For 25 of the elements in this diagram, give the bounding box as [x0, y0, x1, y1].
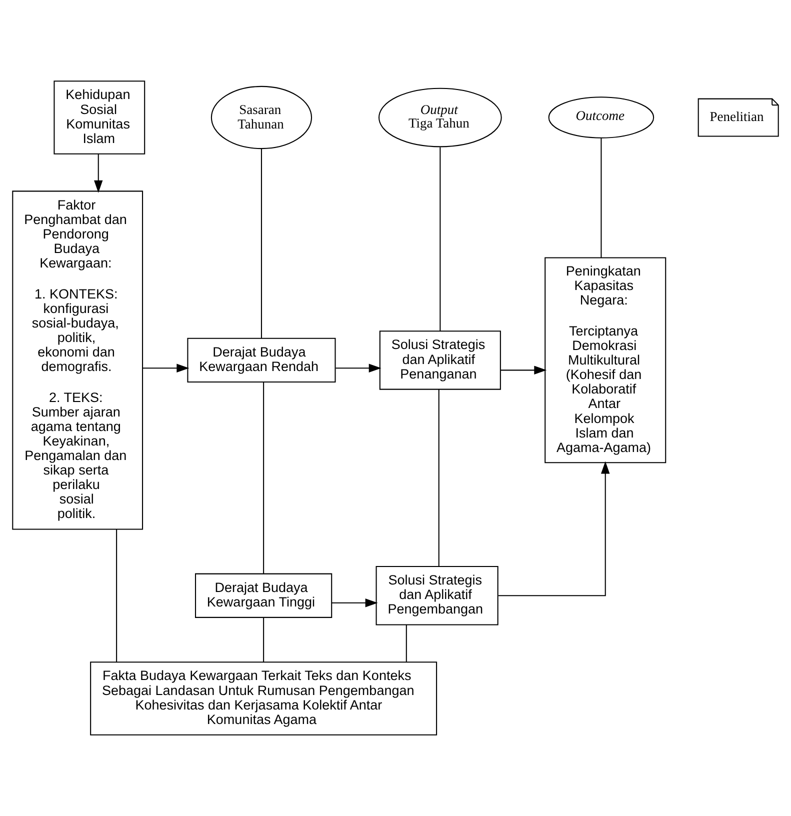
node-box: Peningkatan Kapasitas Negara: Terciptanya Demokrasi Multikultural (Kohesif dan Kolaboratif Antar Kelompok Islam dan Agama-Agama)	[544, 257, 666, 464]
arrow	[332, 598, 378, 608]
arrow	[94, 154, 103, 193]
node-box: Derajat Budaya Kewargaan Tinggi	[194, 573, 332, 618]
connector	[263, 382, 264, 574]
node-ellipse: Output Tiga Tahun	[378, 88, 502, 148]
arrow	[142, 364, 190, 372]
connector	[263, 618, 264, 662]
node-box: Faktor Penghambat dan Pendorong Budaya Kewargaan: 1. KONTEKS: konfigurasi sosial-budaya, politik, ekonomi dan demografis. 2. TEKS: Sumber ajaran agama tentang Keyakinan, Pengamalan dan sikap serta perilaku sosial politik.	[12, 190, 144, 530]
connector	[440, 147, 441, 331]
arrow	[498, 461, 610, 596]
arrow	[500, 366, 547, 375]
connector	[116, 529, 118, 662]
arrow	[336, 364, 382, 372]
node-ellipse: Outcome	[548, 96, 654, 138]
node-box: Kehidupan Sosial Komunitas Islam	[54, 80, 146, 154]
node-ellipse: Sasaran Tahunan	[210, 86, 312, 150]
connector	[600, 138, 602, 258]
connector	[260, 148, 262, 338]
node-box: Solusi Strategis dan Aplikatif Penanganan	[379, 330, 501, 390]
connector	[438, 390, 440, 566]
connector	[406, 624, 407, 662]
node-box: Derajat Budaya Kewargaan Rendah	[187, 338, 336, 383]
node-box: Fakta Budaya Kewargaan Terkait Teks dan Konteks Sebagai Landasan Untuk Rumusan Pengembangan Kohesivitas dan Kerjasama Kolektif Antar Komunitas Agama	[90, 662, 438, 736]
node-box: Solusi Strategis dan Aplikatif Pengembangan	[376, 566, 498, 626]
